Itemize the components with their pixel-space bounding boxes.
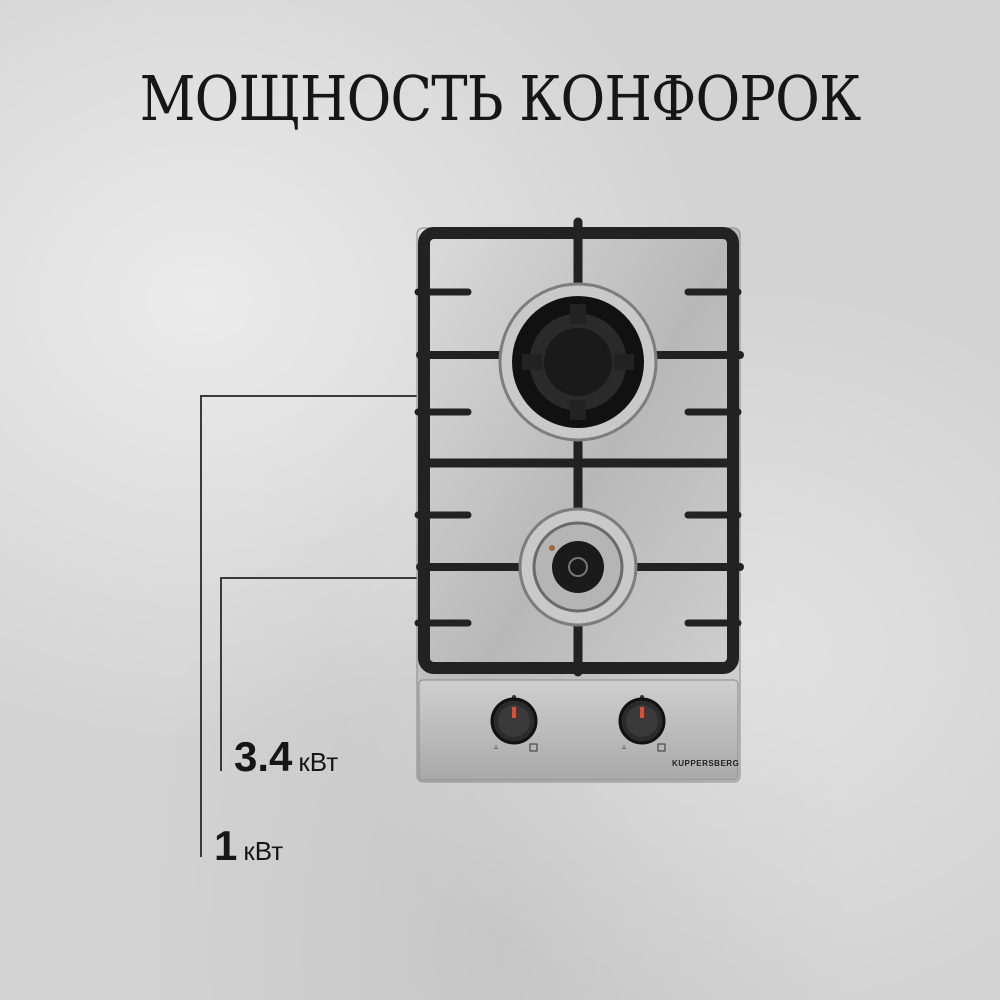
burner-power-unit: кВт <box>298 747 339 777</box>
svg-text:▵: ▵ <box>494 742 498 751</box>
burner-power-unit: кВт <box>243 836 284 866</box>
knob-left: ▵ <box>490 695 538 752</box>
page-title: МОЩНОСТЬ КОНФОРОК <box>139 62 862 135</box>
burner-power-value: 3.4 <box>234 733 293 780</box>
knob-right: ▵ <box>618 695 666 752</box>
burner-power-value: 1 <box>214 822 238 869</box>
brand-logo: KUPPERSBERG <box>672 759 739 768</box>
svg-text:▵: ▵ <box>622 742 626 751</box>
leader-line-small-vertical <box>220 577 222 771</box>
large-burner <box>498 282 658 442</box>
leader-line-small-horizontal <box>220 577 545 579</box>
leader-line-large-vertical <box>200 395 202 857</box>
small-burner <box>518 507 638 627</box>
leader-line-large-horizontal <box>200 395 492 397</box>
